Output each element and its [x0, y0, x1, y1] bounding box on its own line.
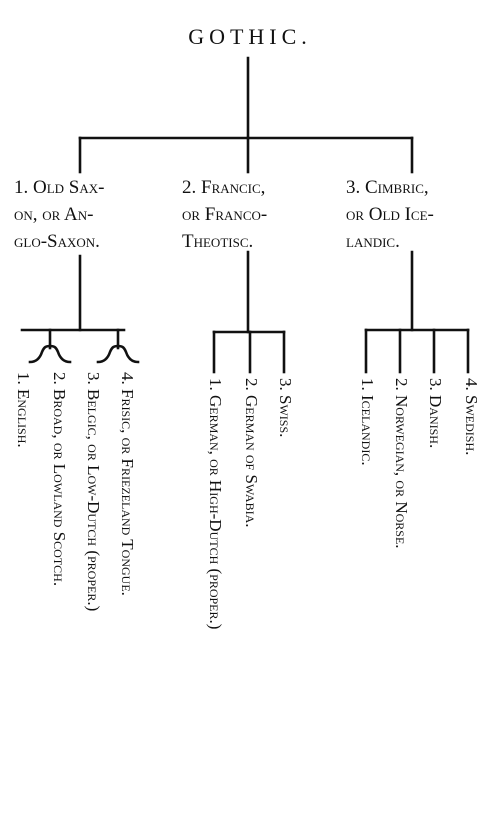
branch-node-line: Theotisc. [182, 231, 254, 252]
leaf-icelandic: 1. Icelandic. [358, 378, 377, 466]
branch-node-line: 2. Francic, [182, 177, 266, 198]
leaf-german-swabia: 2. German of Swabia. [242, 378, 261, 528]
leaf-norwegian: 2. Norwegian, or Norse. [392, 378, 411, 549]
branch-node-line: on, or An- [14, 204, 94, 225]
leaf-belgic: 3. Belgic, or Low-Dutch (proper.) [84, 372, 103, 612]
root-node-gothic: GOTHIC. [188, 24, 312, 49]
branch-node-line: 1. Old Sax- [14, 177, 105, 198]
branch-node-line: 3. Cimbric, [346, 177, 429, 198]
leaf-frisic: 4. Frisic, or Friezeland Tongue. [118, 372, 137, 596]
leaf-english: 1. English. [14, 372, 33, 448]
branch-node-cimbric: 3. Cimbric, or Old Ice- landic. [346, 174, 434, 255]
branch-node-old-saxon: 1. Old Sax- on, or An- glo-Saxon. [14, 174, 104, 255]
tree-connectors [20, 56, 470, 374]
branch-node-line: or Franco- [182, 204, 268, 225]
leaf-german-high-dutch: 1. German, or High-Dutch (proper.) [206, 378, 225, 630]
branch-node-francic: 2. Francic, or Franco- Theotisc. [182, 174, 267, 255]
branch-node-line: landic. [346, 231, 400, 252]
branch-node-line: or Old Ice- [346, 204, 434, 225]
leaf-swedish: 4. Swedish. [462, 378, 481, 456]
brace-saxon-right [96, 344, 140, 364]
leaf-swiss: 3. Swiss. [276, 378, 295, 438]
leaf-broad-scotch: 2. Broad, or Lowland Scotch. [50, 372, 69, 587]
leaf-danish: 3. Danish. [426, 378, 445, 449]
brace-saxon-left [28, 344, 72, 364]
branch-node-line: glo-Saxon. [14, 231, 100, 252]
